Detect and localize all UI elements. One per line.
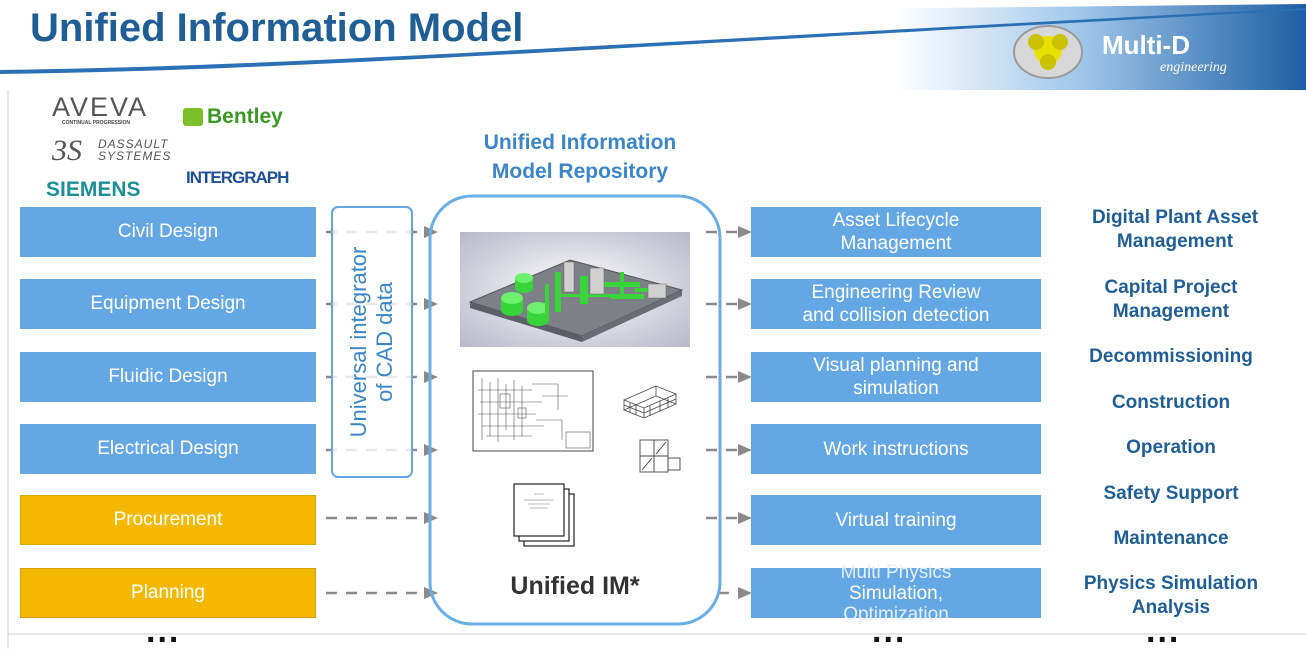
output-engineering-review-line1: Engineering Review: [811, 282, 981, 303]
app-maintenance: Maintenance: [1113, 528, 1229, 549]
arrowhead-out-6: [738, 587, 752, 599]
logo-name: Multi-D: [1102, 30, 1191, 60]
output-visual-planning-line1: Visual planning and: [813, 355, 979, 376]
output-engineering-review: Engineering Review and collision detecti…: [751, 279, 1041, 329]
output-work-instructions-line1: Work instructions: [823, 438, 969, 460]
app-physics-simulation: Physics Simulation Analysis: [1046, 572, 1296, 620]
logo-icon: [1013, 25, 1083, 79]
app-capital-project-line1: Capital Project: [1104, 277, 1238, 298]
ellipsis-inputs: ...: [146, 612, 181, 650]
bentley-logo: Bentley: [207, 105, 283, 128]
multi-d-logo: Multi-D engineering: [1010, 20, 1270, 80]
unified-im-label: Unified IM*: [510, 572, 640, 600]
dassault-line1: DASSAULT: [98, 137, 169, 151]
app-physics-simulation-line1: Physics Simulation: [1083, 573, 1259, 594]
steel-structure-image: [622, 385, 678, 419]
input-planning: Planning: [20, 568, 316, 618]
input-electrical-design: Electrical Design: [20, 424, 316, 474]
output-asset-lifecycle: Asset Lifecycle Management: [751, 207, 1041, 257]
input-equipment-design: Equipment Design: [20, 279, 316, 329]
ellipsis-applications: ...: [1146, 612, 1181, 650]
arrowhead-out-5: [738, 512, 752, 524]
app-capital-project-line2: Management: [1112, 301, 1230, 322]
integrator-frame: [331, 206, 413, 478]
pid-drawing-image: [472, 370, 594, 452]
output-engineering-review-line2: and collision detection: [802, 305, 990, 326]
output-asset-lifecycle-line1: Asset Lifecycle: [832, 210, 960, 231]
header-banner: [0, 4, 1306, 90]
arrowhead-out-1: [738, 226, 752, 238]
output-multi-physics-line2: Simulation,: [849, 582, 943, 604]
app-capital-project: Capital Project Management: [1046, 276, 1296, 324]
output-virtual-training-line1: Virtual training: [835, 509, 957, 531]
arrowhead-out-3: [738, 371, 752, 383]
app-operation: Operation: [1126, 437, 1216, 458]
ellipsis-outputs: ...: [872, 612, 907, 650]
output-multi-physics-line1: Multi Physics: [840, 561, 952, 583]
app-construction: Construction: [1111, 392, 1231, 413]
intergraph-logo: INTERGRAPH: [186, 168, 289, 187]
app-digital-plant-asset-line2: Management: [1116, 231, 1234, 252]
repository-frame: [428, 194, 722, 626]
app-physics-simulation-line2: Analysis: [1131, 597, 1211, 618]
aveva-logo: AVEVA: [52, 92, 149, 122]
input-fluidic-design: Fluidic Design: [20, 352, 316, 402]
integrator-label-line2: of CAD data: [372, 282, 397, 402]
app-decommissioning: Decommissioning: [1089, 346, 1253, 367]
output-visual-planning: Visual planning and simulation: [751, 352, 1041, 402]
arrowhead-out-2: [738, 298, 752, 310]
stair-structure-image: [639, 439, 681, 473]
dassault-icon: 3S: [52, 134, 82, 167]
integrator-label-line1: Universal integrator: [346, 246, 371, 438]
output-visual-planning-line2: simulation: [853, 378, 939, 399]
plant-3d-model-image: [460, 232, 690, 347]
dassault-line2: SYSTEMES: [98, 149, 172, 163]
app-safety-support: Safety Support: [1103, 483, 1239, 504]
siemens-logo: SIEMENS: [46, 178, 141, 201]
output-multi-physics: Multi Physics Simulation, Optimization: [751, 562, 1041, 625]
app-digital-plant-asset-line1: Digital Plant Asset: [1091, 207, 1259, 228]
output-work-instructions: Work instructions: [751, 424, 1041, 474]
repository-title-line1: Unified Information: [483, 131, 677, 154]
document-stack-image: [513, 483, 575, 547]
logo-subtitle: engineering: [1160, 60, 1227, 75]
repository-title: Unified Information Model Repository: [420, 128, 740, 186]
page-title: Unified Information Model: [30, 6, 524, 50]
arrowhead-out-4: [738, 444, 752, 456]
output-multi-physics-line3: Optimization: [843, 603, 949, 625]
aveva-tagline: CONTINUAL PROGRESSION: [62, 120, 130, 126]
output-virtual-training: Virtual training: [751, 495, 1041, 545]
output-asset-lifecycle-line2: Management: [840, 233, 952, 254]
input-procurement: Procurement: [20, 495, 316, 545]
input-civil-design: Civil Design: [20, 207, 316, 257]
bentley-icon: [183, 108, 203, 126]
repository-title-line2: Model Repository: [491, 160, 669, 183]
app-digital-plant-asset: Digital Plant Asset Management: [1050, 206, 1300, 254]
